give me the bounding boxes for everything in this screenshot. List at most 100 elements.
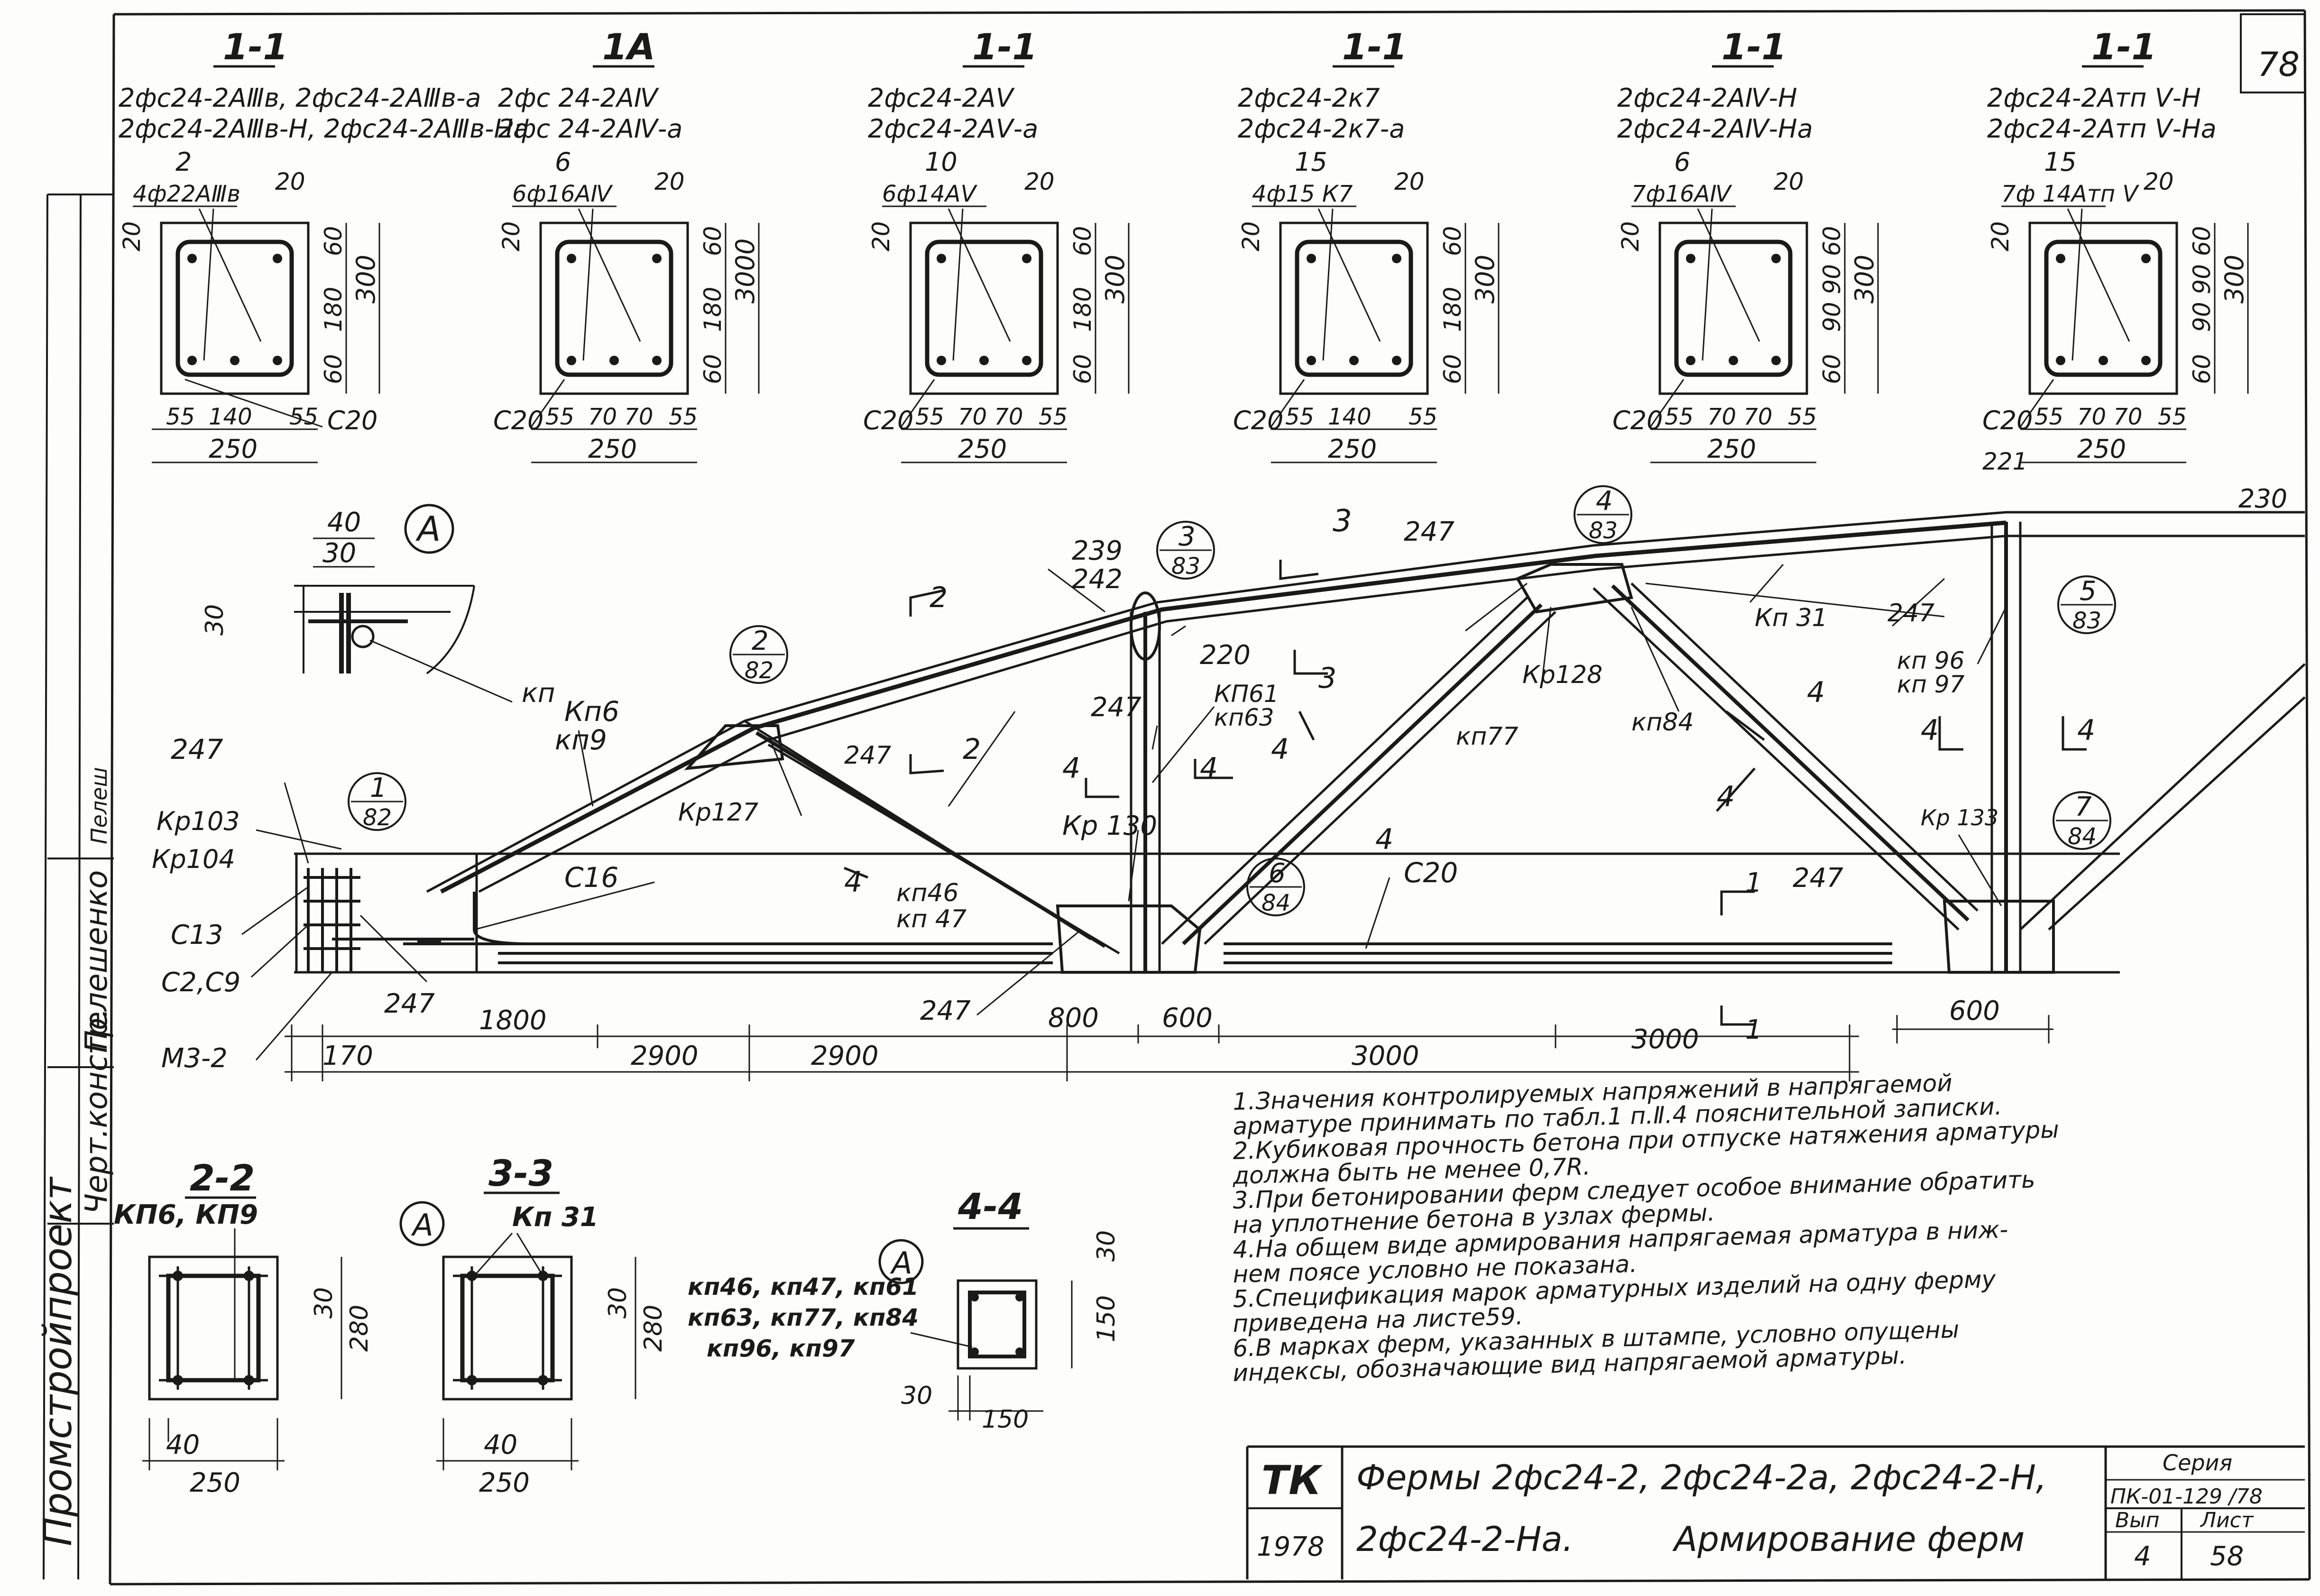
kp-label: кп [522,678,555,709]
section-3-3-mark: 3-3 [488,1152,553,1194]
side-stamp: Промстройпроект Черт.констр. Пелешенко П… [36,194,114,1580]
dim-bot: 60 [1439,354,1466,384]
label-c2c9: С2,С9 [161,967,240,998]
label-kr103: Кр103 [157,806,240,836]
label-247-h: 247 [1793,863,1843,894]
section-title-1: 2фс24-2АⅤ [868,83,1015,113]
dim-bot: 60 [1069,354,1096,384]
callout-number: 4 [1596,486,1613,517]
label-kp9: кп9 [555,724,607,756]
label-247-f: 247 [1404,517,1455,547]
section-title-1: 2фс 24-2АⅣ [498,83,659,113]
dim-w2: 140 [209,404,252,430]
label-kp77: кп77 [1456,722,1519,751]
year: 1978 [1257,1531,1325,1562]
label-kp84: кп84 [1631,708,1694,737]
dim-extra: 221 [1982,448,2027,475]
title-line-1: Фермы 2фс24-2, 2фс24-2а, 2фс24-2-Н, [1356,1458,2047,1497]
callout-number: 1 [370,773,387,803]
dim-height: 3000 [730,239,760,304]
section-2-2-total: 250 [190,1467,240,1498]
bar-count: 10 [925,147,957,177]
label-kp6: Кп6 [564,695,619,728]
label-247-b: 247 [384,988,435,1019]
section-title-2: 2фс24-2АⅢв-Н, 2фс24-2АⅢв-На [119,114,529,144]
section-title-2: 2фс24-2Атп Ⅴ-На [1987,114,2217,144]
detail-a-label: А [415,509,441,549]
dim-width: 250 [1707,434,1756,464]
dim-w1: 55 [1285,404,1314,430]
label-c20: С20 [1404,857,1458,889]
label-4-b: 4 [1200,752,1218,785]
callout-number: 3 [1178,521,1196,552]
rebar-spec: 6ф14АⅤ [882,181,977,207]
label-242: 242 [1072,564,1123,595]
dim-width: 250 [958,434,1007,464]
callout-sheet: 83 [1589,517,1618,544]
dimension-texts: 1800 170 2900 2900 800 600 3000 3000 600 [322,996,2000,1071]
dim-w3: 55 [1409,404,1437,430]
rebar-spec: 4ф15 К7 [1252,181,1353,207]
label-4-a: 4 [1062,752,1080,785]
dim-w1: 55 [166,404,195,430]
label-220: 220 [1200,640,1251,671]
label-4-i: 4 [1375,823,1393,856]
issue-label: Вып [2115,1508,2160,1532]
dim-top: 60 [699,226,727,256]
section-3-3-w: 40 [484,1430,517,1460]
label-m32: М3-2 [161,1043,228,1074]
section-mark: 1-1 [223,26,288,68]
label-kp61: КП61 [1214,680,1279,708]
section-4-4-mark: 4-4 [957,1185,1023,1227]
label-1-b: 1 [1745,1015,1762,1045]
sheet-value: 58 [2210,1541,2244,1572]
callout-sheet: 83 [1171,553,1200,580]
label-c16: С16 [564,861,618,894]
bar-count: 6 [1674,147,1690,177]
tk-mark: ТК [1261,1457,1323,1504]
rebar-spec: 4ф22АⅢв [133,181,240,207]
rebar-spec: 7ф16АⅣ [1631,181,1732,207]
node-callout-7: 784 [2053,791,2111,850]
label-247-c: 247 [844,741,891,770]
series-value: ПК-01-129 /78 [2110,1485,2263,1509]
dim-mid: 90 90 [2188,264,2216,332]
title-block: ТК 1978 Фермы 2фс24-2, 2фс24-2а, 2фс24-2… [1246,1445,2305,1579]
label-4-c: 4 [1921,714,1939,747]
designer-name: Пелешенко [79,870,114,1053]
section-4-4-w: 30 [901,1382,932,1410]
dim-bot: 60 [320,354,347,384]
dim-top: 60 [1818,226,1846,256]
dim-mid: 180 [1069,287,1096,332]
dim-40: 40 [327,507,361,538]
dim-width: 250 [1328,434,1377,464]
dim-mid: 180 [699,287,727,332]
section-3-3-a: 30 [604,1287,632,1319]
dim-w3: 55 [2158,404,2187,430]
label-1-a: 1 [1745,867,1762,898]
section-2-2-w: 40 [166,1430,200,1460]
dim-2900-a: 2900 [631,1041,699,1071]
label-239: 239 [1072,535,1123,566]
section-mark: 1-1 [1342,26,1407,68]
label-3-a: 3 [1318,662,1336,695]
cover-dim-v: 20 [1237,221,1265,251]
dim-bot: 60 [699,354,727,384]
bar-count: 15 [2044,147,2077,177]
rebar-spec: 7ф 14Атп Ⅴ [2001,181,2139,207]
section-4-4-a: 30 [1092,1230,1121,1262]
section-4-4-sub-3: кп96, кп97 [707,1335,855,1362]
dim-600: 600 [1162,1003,1213,1033]
dim-w2: 70 70 [588,404,653,430]
dim-w3: 55 [669,404,698,430]
cover-dim: 20 [654,168,685,195]
section-mark: 1А [602,26,655,68]
dim-w1: 55 [545,404,574,430]
dim-w3: 55 [1039,404,1068,430]
section-title-2: 2фс 24-2АⅣ-а [498,114,682,144]
